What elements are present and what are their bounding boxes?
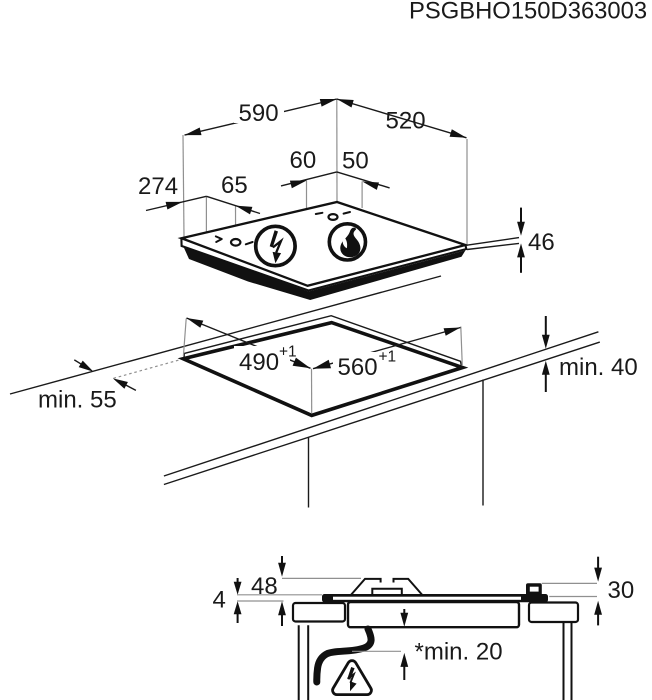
svg-text:520: 520 bbox=[386, 108, 426, 135]
svg-text:50: 50 bbox=[342, 148, 369, 175]
svg-text:4: 4 bbox=[213, 587, 226, 614]
svg-text:590: 590 bbox=[239, 100, 279, 127]
svg-text:560: 560 bbox=[338, 354, 378, 381]
svg-text:+1: +1 bbox=[279, 344, 297, 361]
svg-text:48: 48 bbox=[251, 573, 278, 600]
svg-text:min. 40: min. 40 bbox=[559, 354, 638, 381]
svg-text:490: 490 bbox=[239, 349, 279, 376]
svg-text:46: 46 bbox=[528, 229, 555, 256]
svg-text:min. 55: min. 55 bbox=[38, 387, 117, 414]
svg-text:+1: +1 bbox=[379, 349, 397, 366]
svg-text:60: 60 bbox=[290, 147, 317, 174]
svg-text:PSGBHO150D363003: PSGBHO150D363003 bbox=[409, 0, 647, 25]
svg-text:274: 274 bbox=[138, 173, 178, 200]
svg-text:30: 30 bbox=[608, 577, 635, 604]
svg-text:65: 65 bbox=[221, 172, 248, 199]
svg-text:*min. 20: *min. 20 bbox=[415, 639, 503, 666]
